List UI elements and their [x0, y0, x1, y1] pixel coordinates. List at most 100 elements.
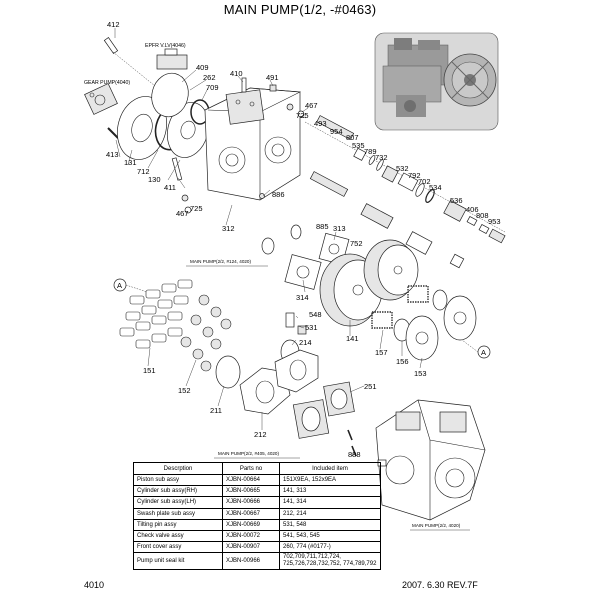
callout-153: 153 — [414, 369, 427, 378]
row-included-items: 141, 313 — [279, 485, 381, 498]
pump-body-drawing — [375, 399, 486, 521]
table-row: Tilting pin assy XJBN-00669 531, 548 — [133, 518, 381, 531]
callout-212: 212 — [254, 430, 267, 439]
callout-numbers: 412 409 262 709 410 491 467 725 493 954 … — [106, 20, 501, 459]
row-part-number: XJBN-00666 — [222, 496, 280, 509]
callout-789: 789 — [364, 147, 377, 156]
callout-535: 535 — [352, 141, 365, 150]
row-included-items: 212, 214 — [279, 507, 381, 520]
callout-888: 888 — [348, 450, 361, 459]
callout-531: 531 — [305, 323, 318, 332]
callout-262: 262 — [203, 73, 216, 82]
arrow-a-right-label: A — [481, 348, 486, 357]
row-part-number: XJBN-00669 — [222, 518, 280, 531]
piston-group — [119, 279, 357, 457]
callout-725-top: 725 — [296, 111, 309, 120]
row-description: Piston sub assy — [133, 473, 223, 487]
callout-211: 211 — [210, 406, 222, 415]
callout-314: 314 — [296, 293, 309, 302]
ref-main-pump-124: MAIN PUMP(2/2, #124, 4020) — [190, 259, 251, 264]
callout-808: 808 — [476, 211, 489, 220]
callout-214: 214 — [299, 338, 312, 347]
epfr-valve-note: EPFR V.LV(4046) — [145, 43, 186, 49]
leader-lines — [114, 28, 423, 457]
row-part-number: XJBN-00664 — [222, 473, 280, 487]
table-row: Check valve assy XJBN-00072 541, 543, 54… — [133, 529, 381, 543]
cylinder-group — [113, 224, 491, 361]
callout-491: 491 — [266, 73, 279, 82]
row-description: Front cover assy — [133, 541, 223, 554]
callout-411: 411 — [164, 183, 176, 192]
page-title: MAIN PUMP(1/2, -#0463) — [223, 2, 377, 17]
row-description: Pump unit seal kit — [133, 552, 223, 570]
callout-131: 131 — [124, 158, 137, 167]
callout-548: 548 — [309, 310, 322, 319]
callout-251: 251 — [364, 382, 377, 391]
revision-date: 2007. 6.30 REV.7F — [402, 580, 478, 590]
table-row: Front cover assy XJBN-00907 260, 774 (#0… — [133, 541, 381, 554]
page-number: 4010 — [84, 580, 105, 590]
callout-141: 141 — [346, 334, 359, 343]
table-row: Cylinder sub assy(RH) XJBN-00665 141, 31… — [133, 485, 381, 498]
row-included-items: 702,709,711,712,724, 725,726,728,732,752… — [279, 552, 381, 570]
callout-792: 792 — [408, 171, 421, 180]
table-header-parts-no: Parts no — [222, 462, 280, 475]
arrow-a-left-label: A — [117, 281, 122, 290]
row-description: Check valve assy — [133, 529, 223, 543]
callout-157: 157 — [375, 348, 388, 357]
row-description: Swash plate sub assy — [133, 507, 223, 520]
callout-953: 953 — [488, 217, 501, 226]
row-part-number: XJBN-00665 — [222, 485, 280, 498]
table-row: Pump unit seal kit XJBN-00966 702,709,71… — [133, 552, 381, 570]
callout-410: 410 — [230, 69, 243, 78]
table-row: Piston sub assy XJBN-00664 151X9EA, 152x… — [133, 473, 381, 487]
pump-housing — [171, 77, 305, 214]
row-description: Tilting pin assy — [133, 518, 223, 531]
callout-536: 536 — [450, 196, 463, 205]
callout-313: 313 — [333, 224, 346, 233]
front-cover-group — [84, 37, 210, 160]
callout-532: 532 — [396, 164, 409, 173]
callout-412: 412 — [107, 20, 120, 29]
row-included-items: 151X9EA, 152x9EA — [279, 473, 381, 487]
callout-312: 312 — [222, 224, 235, 233]
row-part-number: XJBN-00966 — [222, 552, 280, 570]
reference-notes: EPFR V.LV(4046) GEAR PUMP(4040) MAIN PUM… — [84, 43, 470, 531]
table-header-row: Descrption Parts no Included item — [133, 462, 381, 475]
gear-pump-note: GEAR PUMP(4040) — [84, 80, 130, 86]
callout-702: 702 — [418, 177, 431, 186]
row-part-number: XJBN-00667 — [222, 507, 280, 520]
callout-752: 752 — [350, 239, 363, 248]
callout-467-bottom: 467 — [176, 209, 189, 218]
callout-732: 732 — [375, 153, 388, 162]
ref-main-pump-plain: MAIN PUMP(2/2, 4020) — [412, 523, 461, 528]
callout-954: 954 — [330, 127, 343, 136]
callout-156: 156 — [396, 357, 409, 366]
callout-886: 886 — [272, 190, 285, 199]
callout-807: 807 — [346, 133, 359, 142]
table-header-included-item: Included item — [279, 462, 381, 475]
callout-534: 534 — [429, 183, 442, 192]
callout-712: 712 — [137, 167, 150, 176]
parts-table: Descrption Parts no Included item Piston… — [133, 462, 381, 570]
row-description: Cylinder sub assy(RH) — [133, 485, 223, 498]
callout-467-top: 467 — [305, 101, 318, 110]
table-row: Swash plate sub assy XJBN-00667 212, 214 — [133, 507, 381, 520]
table-header-description: Descrption — [133, 462, 223, 475]
assembled-pump-photo — [374, 32, 499, 131]
callout-493: 493 — [314, 119, 327, 128]
row-included-items: 531, 548 — [279, 518, 381, 531]
callout-151: 151 — [143, 366, 156, 375]
table-row: Cylinder sub assy(LH) XJBN-00666 141, 31… — [133, 496, 381, 509]
callout-152: 152 — [178, 386, 191, 395]
ref-main-pump-405: MAIN PUMP(2/2, #405, 4020) — [218, 451, 279, 456]
callout-709: 709 — [206, 83, 219, 92]
row-description: Cylinder sub assy(LH) — [133, 496, 223, 509]
callout-409: 409 — [196, 63, 209, 72]
row-included-items: 541, 543, 545 — [279, 529, 381, 543]
callout-406: 406 — [466, 205, 479, 214]
shaft-assembly — [304, 115, 506, 269]
row-part-number: XJBN-00072 — [222, 529, 280, 543]
callout-130: 130 — [148, 175, 161, 184]
